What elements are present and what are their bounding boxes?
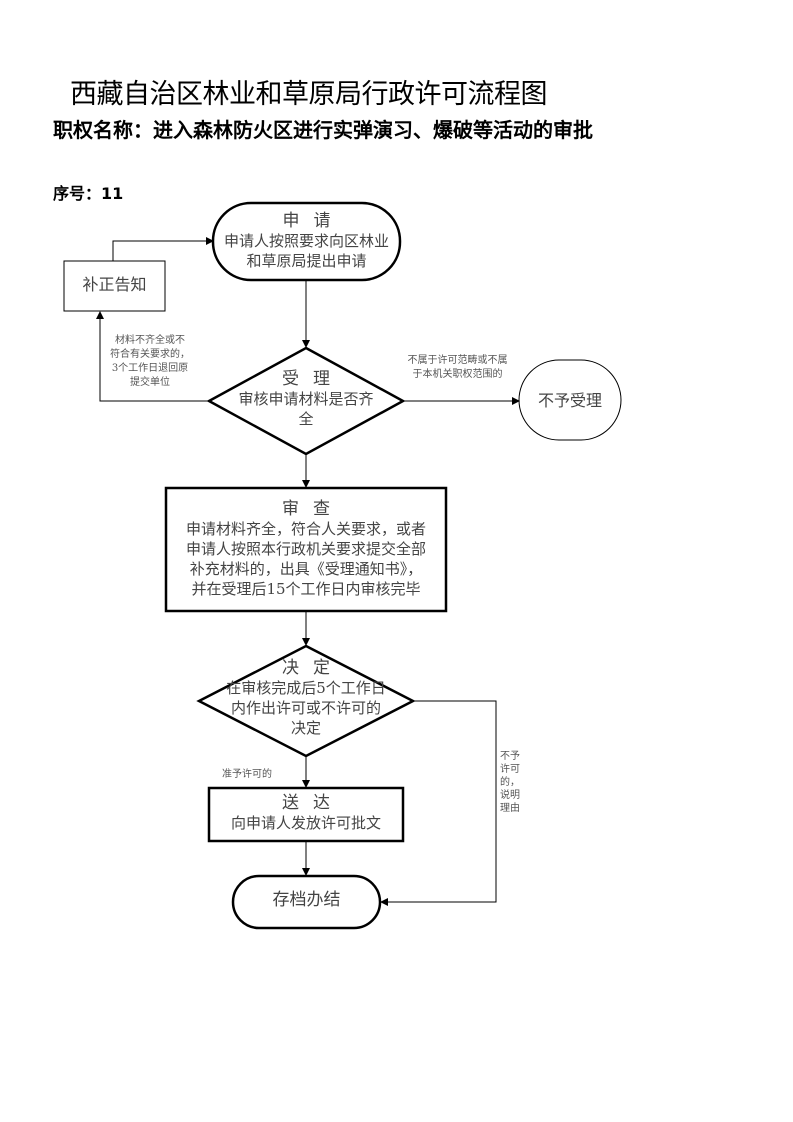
accept-node-head: 受理	[282, 369, 344, 389]
apply-node-line: 和草原局提出申请	[246, 252, 367, 270]
edge-label-line: 准予许可的	[222, 769, 272, 780]
edge-label-line: 材料不齐全或不	[115, 335, 185, 346]
review-node-line: 补充材料的，出具《受理通知书》，	[189, 560, 423, 578]
review-node-line: 申请材料齐全，符合人关要求，或者	[185, 520, 426, 538]
correction-notice-label: 补正告知	[82, 275, 147, 294]
archive-node: 存档办结	[233, 890, 380, 910]
authority-name: 职权名称：进入森林防火区进行实弹演习、爆破等活动的审批	[53, 118, 593, 142]
reject-accept-label: 不予受理	[537, 391, 602, 410]
reject-accept-node: 不予受理	[519, 391, 621, 411]
accept-node: 受理 审核申请材料是否齐 全	[209, 369, 403, 429]
edge-label-denied: 不予 许可 的， 说明 理由	[500, 750, 526, 815]
edge-label-line: 理由	[500, 803, 520, 814]
correction-notice-shape	[63, 260, 166, 312]
deliver-node: 送达 向申请人发放许可批文	[209, 793, 403, 833]
edge-label-line: 不属于许可范畴或不属	[407, 355, 508, 366]
review-node: 审查 申请材料齐全，符合人关要求，或者 申请人按照本行政机关要求提交全部 补充材…	[166, 499, 446, 599]
arrow-correction-to-apply	[112, 237, 214, 261]
edge-label-approved: 准予许可的	[222, 768, 292, 782]
decision-node-head: 决定	[282, 658, 344, 678]
apply-node-line: 申请人按照要求向区林业	[223, 232, 389, 250]
apply-node: 申请 申请人按照要求向区林业 和草原局提出申请	[213, 211, 400, 271]
edge-label-line: 于本机关职权范围的	[412, 369, 503, 380]
deliver-node-head: 送达	[282, 793, 344, 813]
review-node-line: 并在受理后15个工作日内审核完毕	[191, 580, 421, 598]
edge-label-line: 3个工作日退回原	[111, 363, 189, 374]
edge-label-out-of-scope: 不属于许可范畴或不属 于本机关职权范围的	[395, 354, 520, 382]
accept-node-line: 全	[298, 410, 314, 428]
decision-node-line: 决定	[290, 719, 321, 737]
decision-node-line: 内作出许可或不许可的	[230, 699, 381, 717]
edge-label-line: 许可	[500, 764, 520, 775]
deliver-node-shape	[207, 786, 405, 843]
review-node-line: 申请人按照本行政机关要求提交全部	[185, 540, 426, 558]
decision-node-line: 在审核完成后5个工作日	[226, 679, 386, 697]
edge-label-line: 符合有关要求的，	[110, 349, 190, 360]
serial-number: 序号：11	[53, 184, 124, 203]
arrow-decision-to-archive	[380, 700, 497, 906]
edge-label-line: 提交单位	[130, 377, 170, 388]
edge-label-line: 的，	[500, 777, 520, 788]
review-node-head: 审查	[282, 499, 344, 519]
edge-label-incomplete: 材料不齐全或不 符合有关要求的， 3个工作日退回原 提交单位	[100, 334, 200, 390]
edge-label-line: 说明	[500, 790, 520, 801]
review-node-shape	[164, 486, 448, 613]
archive-node-label: 存档办结	[272, 890, 341, 910]
deliver-node-line: 向申请人发放许可批文	[230, 814, 381, 832]
apply-node-head: 申请	[282, 211, 345, 231]
decision-node: 决定 在审核完成后5个工作日 内作出许可或不许可的 决定	[199, 658, 413, 738]
page-title: 西藏自治区林业和草原局行政许可流程图	[70, 79, 548, 110]
accept-node-line: 审核申请材料是否齐	[238, 390, 374, 408]
correction-notice-node: 补正告知	[64, 275, 165, 295]
arrow-accept-to-correction	[96, 311, 209, 402]
edge-label-line: 不予	[500, 751, 520, 762]
